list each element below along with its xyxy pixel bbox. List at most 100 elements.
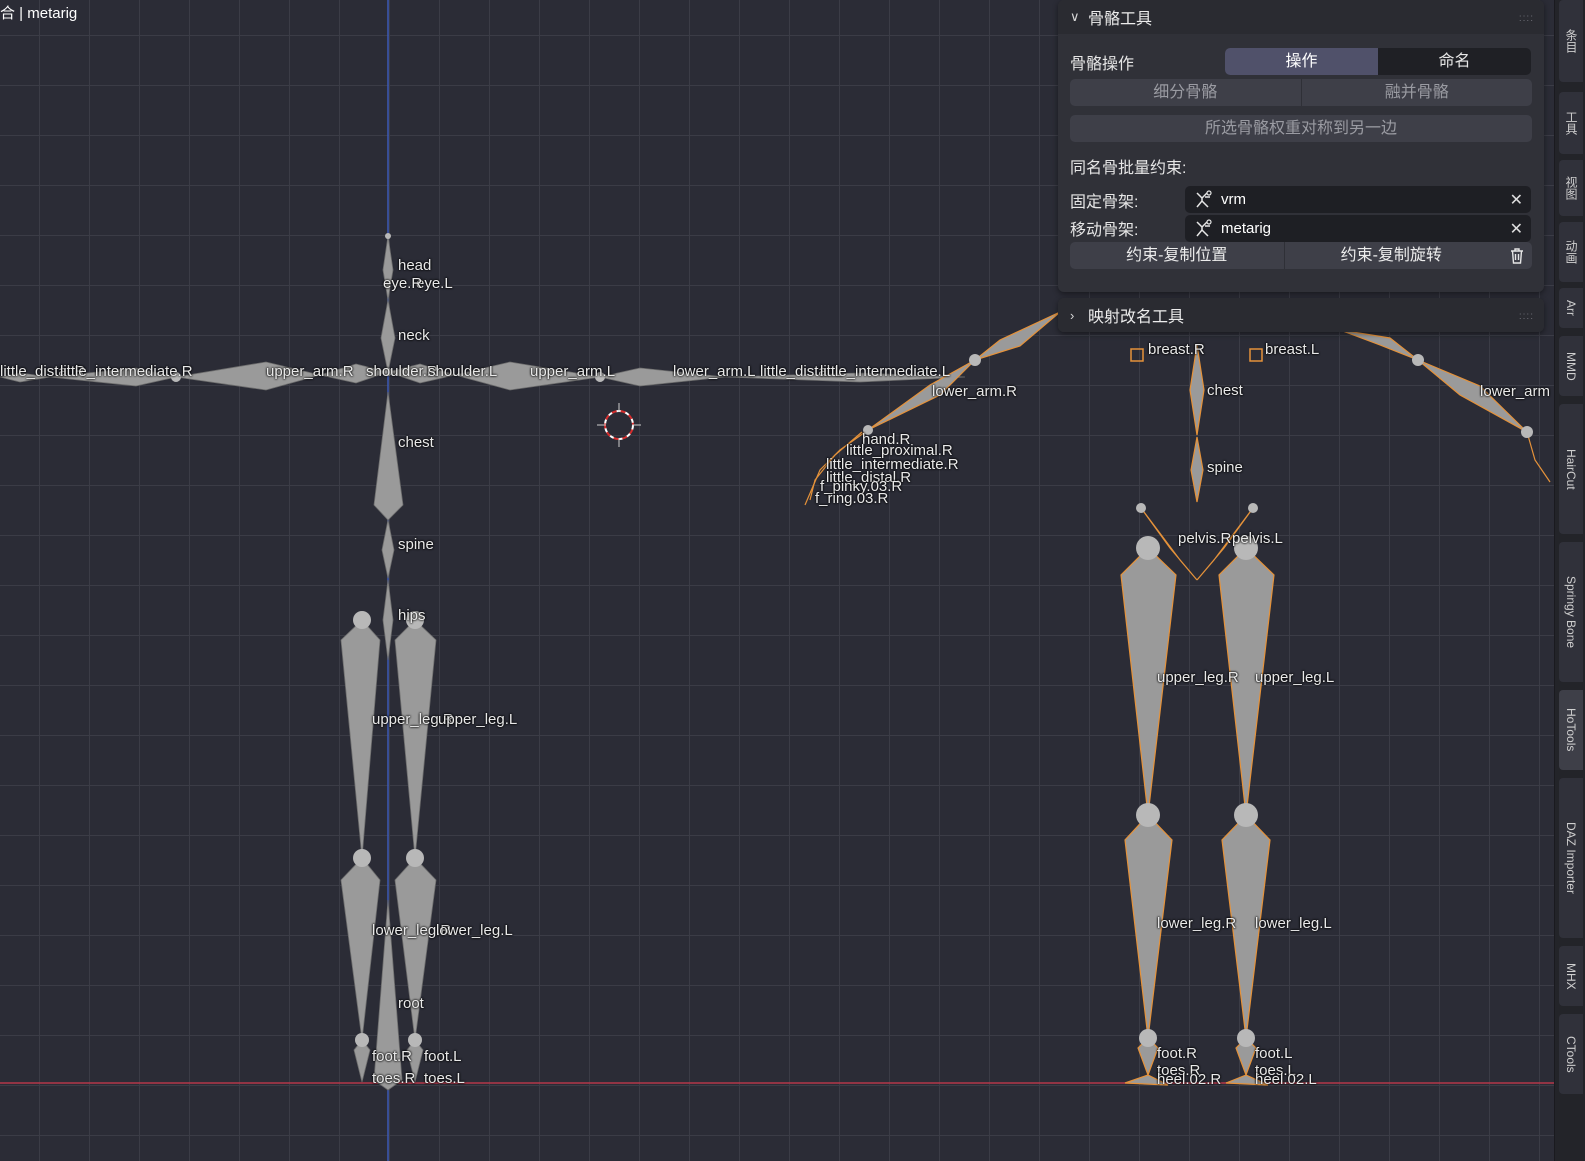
right-armature[interactable] [804,311,1551,1086]
bone-label: lower_arm.R [932,383,1018,400]
bone-label: lower_leg.L [1255,915,1332,932]
fixed-armature-value: vrm [1221,191,1246,208]
subdivide-merge-buttons: 细分骨骼 融并骨骼 [1070,79,1532,106]
bone-label: breast.R [1148,341,1205,358]
armature-icon [1196,218,1212,237]
bone-label: upper_leg.L [438,711,518,728]
left-armature[interactable] [0,235,966,1091]
tab-animation[interactable]: 动画 [1559,222,1583,282]
mode-option-operate[interactable]: 操作 [1225,48,1378,75]
bone-label: eye.L [416,275,453,292]
armature-icon [1196,189,1212,208]
tab-view[interactable]: 视图 [1559,160,1583,216]
tab-tool[interactable]: 工具 [1559,92,1583,154]
bone-label: little_proximal.R [846,442,953,459]
bone-label: spine [398,536,434,553]
bone-label: little_intermediate.R [826,456,959,473]
bone-label: foot.R [1157,1045,1198,1062]
bone-label: upper_leg.R [1157,669,1239,686]
copy-location-constraint-button[interactable]: 约束-复制位置 [1126,247,1228,264]
chevron-down-icon: ∨ [1070,9,1080,24]
tab-arr[interactable]: Arr [1559,288,1583,328]
bone-label: little_distal.R [0,363,86,380]
tab-ctools[interactable]: CTools [1559,1014,1583,1094]
batch-constraint-row: 同名骨批量约束: [1058,150,1544,186]
fixed-armature-row: 固定骨架: vrm ✕ [1058,186,1544,216]
mirror-weights-bar: 所选骨骼权重对称到另一边 [1070,115,1532,142]
panel-title: 映射改名工具 [1088,309,1185,326]
batch-constraint-label: 同名骨批量约束: [1070,160,1187,177]
mode-row: 骨骼操作 操作 命名 [1058,42,1544,78]
subdivide-bones-button[interactable]: 细分骨骼 [1153,84,1218,101]
mapping-rename-header[interactable]: › 映射改名工具 :::: [1058,298,1544,332]
bone-label: spine [1207,459,1243,476]
bone-label: little_intermediate.R [60,363,193,380]
bone-label: pelvis.R [1178,530,1232,547]
bone-label: little_distal.R [826,469,912,486]
mirror-weights-button[interactable]: 所选骨骼权重对称到另一边 [1204,120,1397,137]
bone-label: toes.L [424,1070,465,1087]
drag-grip-icon[interactable]: :::: [1518,311,1534,322]
mirror-weights-row: 所选骨骼权重对称到另一边 [1058,114,1544,150]
panel-title: 骨骼工具 [1088,11,1153,28]
tab-daz-importer[interactable]: DAZ Importer [1559,778,1583,938]
bone-label: breast.L [1265,341,1320,358]
breast-bones [1130,348,1263,362]
drag-grip-icon[interactable]: :::: [1518,13,1534,24]
moving-armature-row: 移动骨架: metarig ✕ [1058,215,1544,246]
bone-label: f_ring.03.R [815,490,889,507]
bone-label: little_distal.L [760,363,843,380]
bone-label: lower_leg.R [1157,915,1237,932]
tab-hotools[interactable]: HoTools [1559,690,1583,770]
clear-fixed-armature-icon[interactable]: ✕ [1509,192,1523,209]
bone-label: chest [398,434,434,451]
bone-label: lower_arm [1480,383,1551,400]
bone-tools-header[interactable]: ∨ 骨骼工具 :::: [1058,0,1544,34]
mode-segmented-control[interactable]: 操作 命名 [1225,48,1531,75]
bone-label: toes.L [1255,1062,1296,1079]
bone-label: hips [398,607,426,624]
moving-armature-field[interactable]: metarig ✕ [1185,215,1531,242]
fixed-armature-field[interactable]: vrm ✕ [1185,186,1531,213]
bone-label: upper_leg.R [372,711,454,728]
tab-springy-bone[interactable]: Springy Bone [1559,542,1583,682]
constraint-buttons: 约束-复制位置 约束-复制旋转 [1070,242,1532,269]
3d-cursor[interactable] [597,403,641,447]
tab-mhx[interactable]: MHX [1559,946,1583,1006]
bone-label: pelvis.L [1232,530,1283,547]
merge-bones-button[interactable]: 融并骨骼 [1300,79,1533,106]
bone-label: little_intermediate.L [820,363,951,380]
clear-moving-armature-icon[interactable]: ✕ [1509,221,1523,238]
bone-label: heel.02.R [1157,1071,1222,1088]
bone-label: foot.L [424,1048,462,1065]
tab-mmd[interactable]: MMD [1559,336,1583,396]
bone-label: lower_leg.L [436,922,513,939]
bone-label: upper_arm.L [530,363,616,380]
bone-label: shoulder.L [428,363,498,380]
mode-option-rename[interactable]: 命名 [1438,53,1471,70]
sidebar-tabs: 条目 工具 视图 动画 Arr MMD HairCut Springy Bone… [1554,0,1585,1161]
bone-label: foot.L [1255,1045,1293,1062]
bone-label: eye.R [383,275,423,292]
tab-haircut[interactable]: HairCut [1559,404,1583,534]
copy-rotation-constraint-button[interactable]: 约束-复制旋转 [1283,242,1499,269]
right-joints [863,354,1533,1047]
mode-label: 骨骼操作 [1070,56,1135,73]
fixed-armature-label: 固定骨架: [1070,194,1139,211]
chevron-right-icon: › [1070,307,1075,323]
tab-item[interactable]: 条目 [1559,0,1583,82]
object-name: 合 | metarig [0,5,78,22]
bone-tools-panel: ∨ 骨骼工具 :::: 骨骼操作 操作 命名 细分骨骼 融并骨骼 所选骨骼权重对… [1058,0,1544,292]
bone-label: lower_leg.R [372,922,452,939]
bone-label: upper_leg.L [1255,669,1335,686]
bone-label: toes.R [1157,1062,1201,1079]
bone-label: foot.R [372,1048,413,1065]
bone-label: upper_arm.R [266,363,354,380]
mapping-rename-panel: › 映射改名工具 :::: [1058,298,1544,332]
tool-panel: ∨ 骨骼工具 :::: 骨骼操作 操作 命名 细分骨骼 融并骨骼 所选骨骼权重对… [1058,0,1544,332]
bone-label: shoulder.R [366,363,438,380]
subdivide-merge-row: 细分骨骼 融并骨骼 [1058,78,1544,114]
bone-label: hand.R [862,431,911,448]
trash-icon[interactable] [1508,247,1526,265]
